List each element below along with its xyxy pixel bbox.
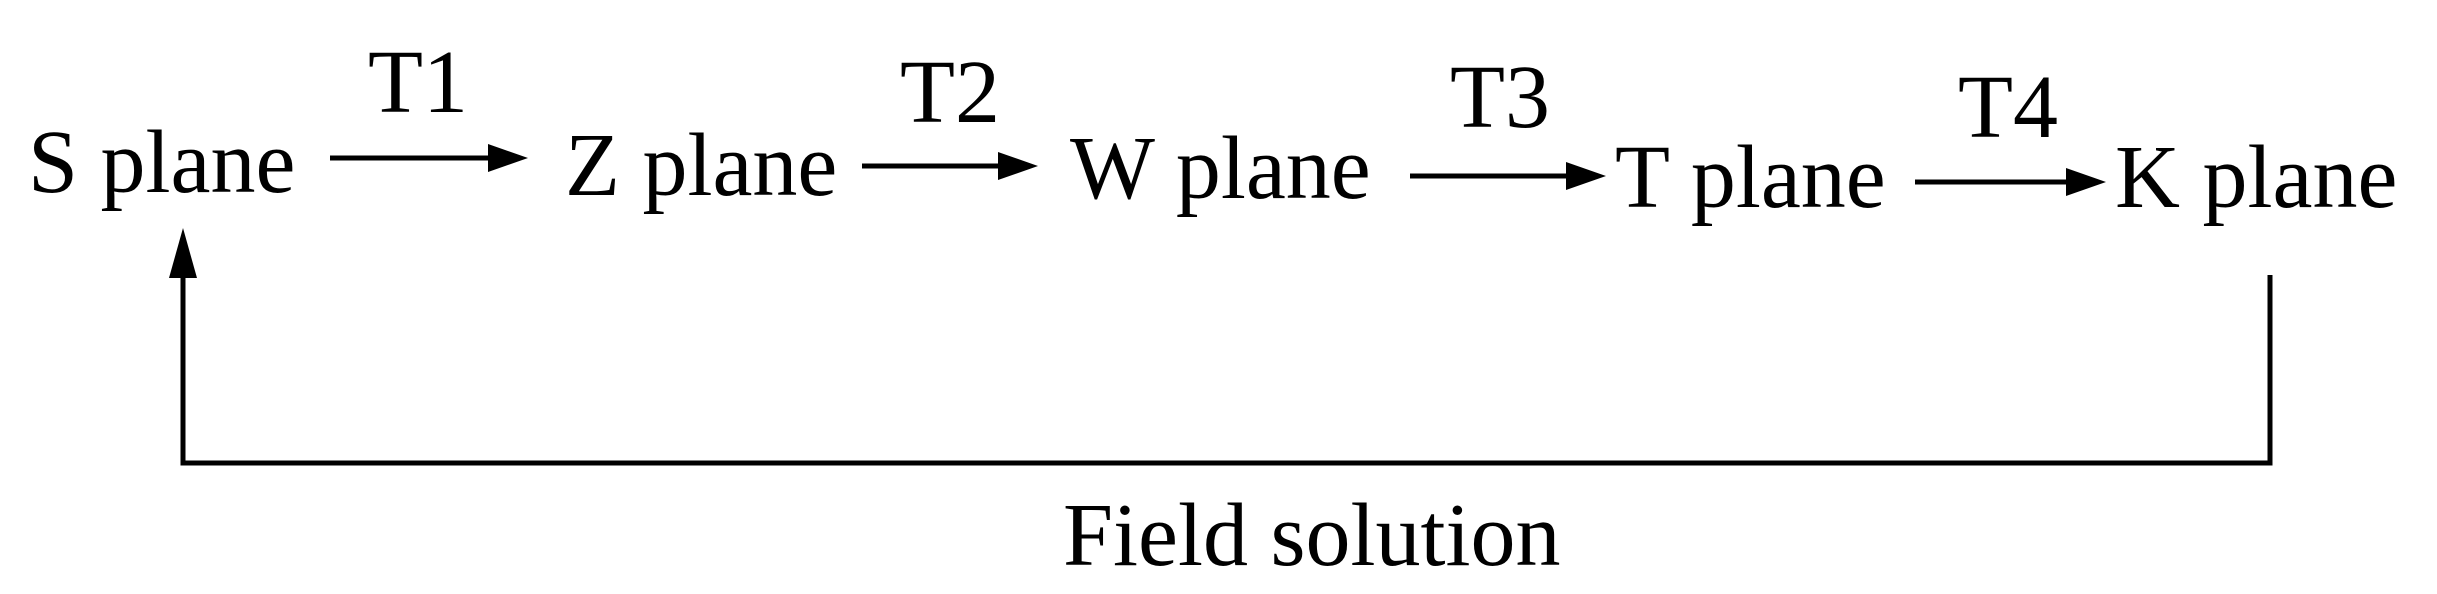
- arrow-t1: [330, 144, 528, 172]
- node-s-plane: S plane: [28, 113, 295, 212]
- transform-t1-label: T1: [368, 33, 468, 132]
- feedback-label: Field solution: [1063, 486, 1561, 585]
- arrow-t3: [1410, 162, 1606, 190]
- node-w-plane: W plane: [1070, 119, 1371, 218]
- node-z-plane: Z plane: [565, 116, 837, 215]
- transform-t2-label: T2: [900, 43, 1000, 142]
- feedback-arrow: [169, 228, 2273, 466]
- node-k-plane: K plane: [2115, 128, 2397, 227]
- transform-t4-label: T4: [1958, 58, 2058, 157]
- transform-t3-label: T3: [1450, 48, 1550, 147]
- arrow-t4: [1915, 168, 2106, 196]
- arrow-t2: [862, 152, 1038, 180]
- node-t-plane: T plane: [1615, 128, 1886, 227]
